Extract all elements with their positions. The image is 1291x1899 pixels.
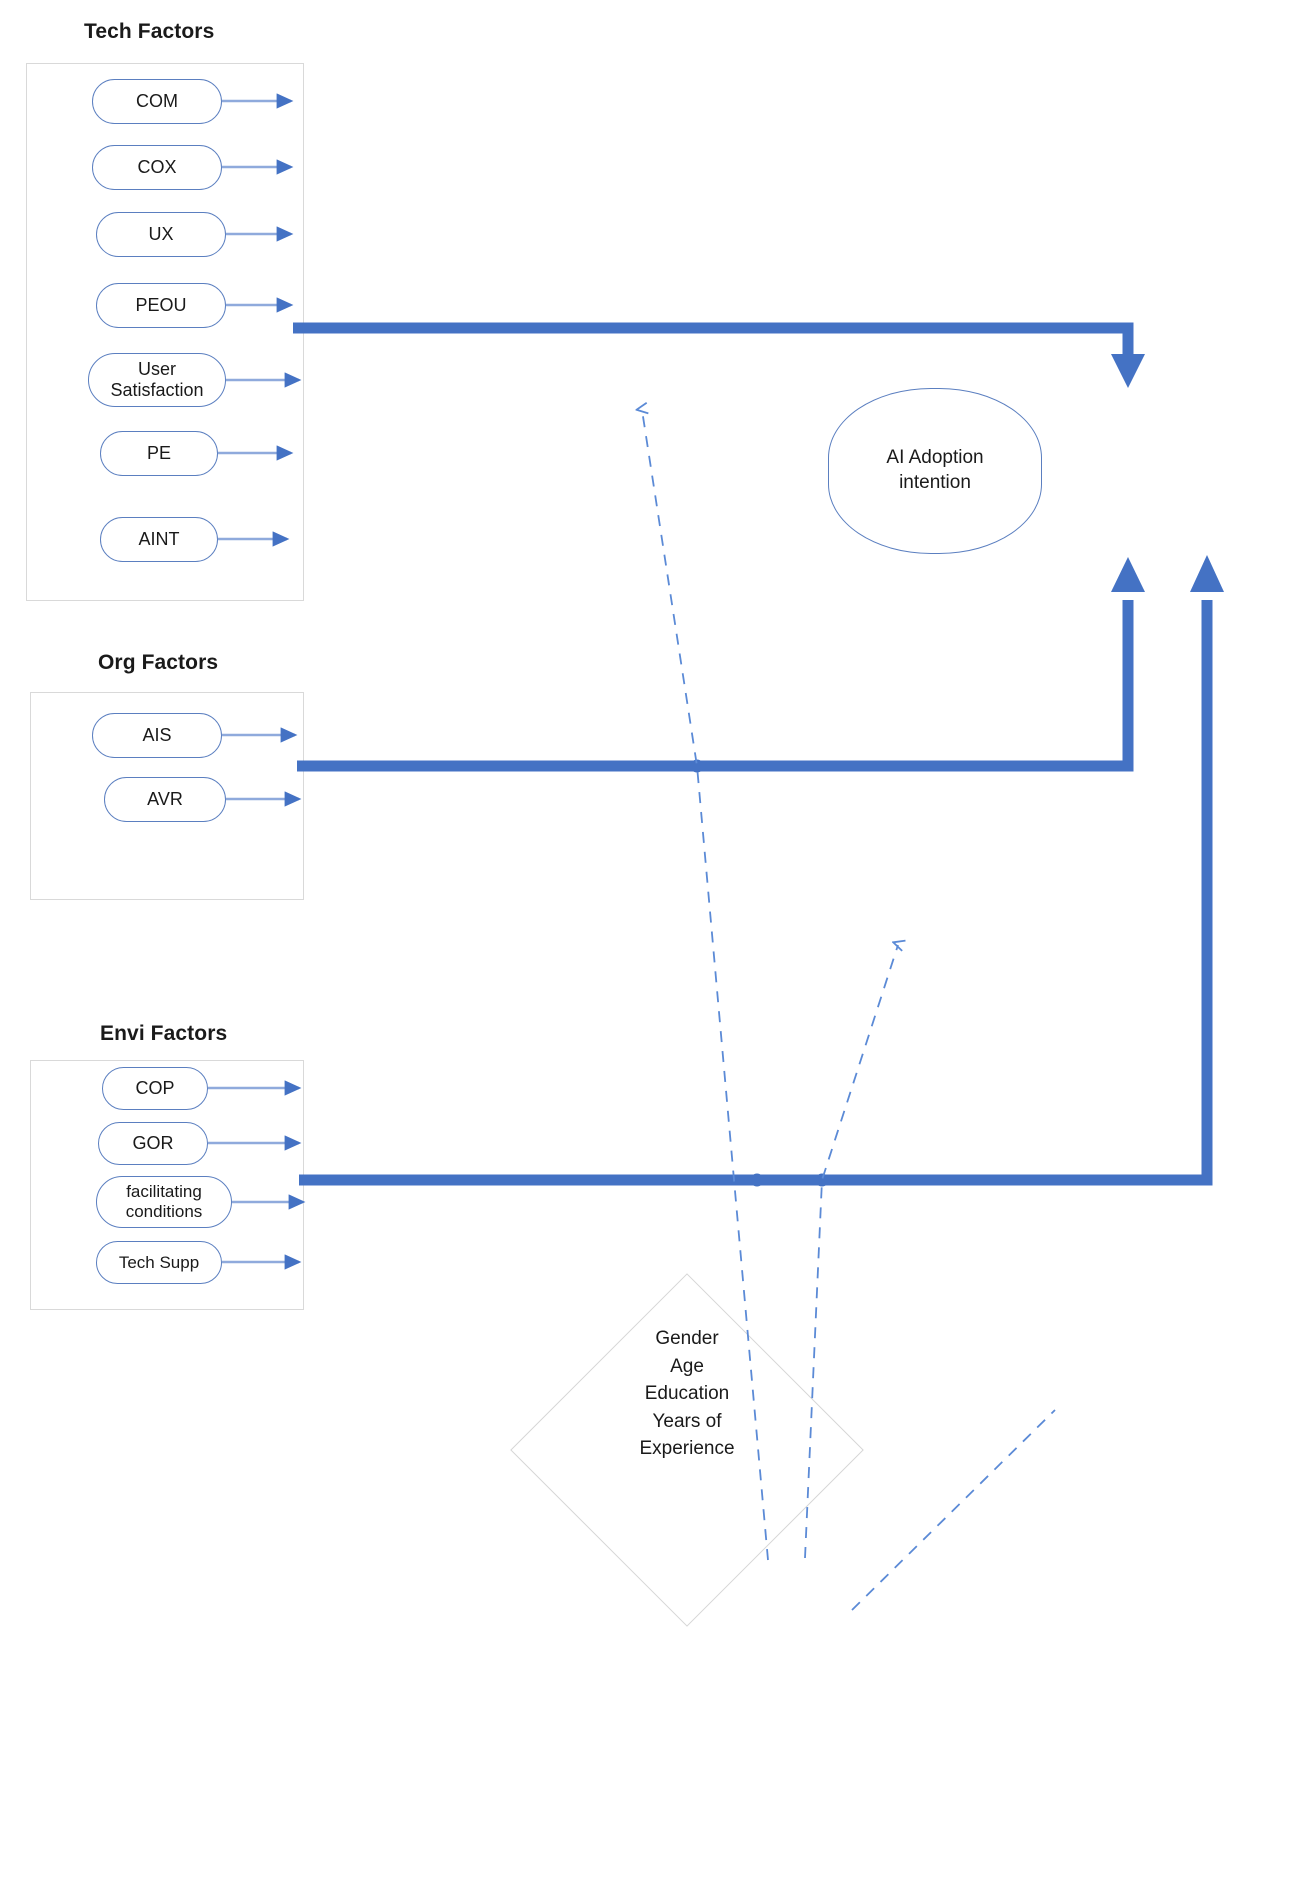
group-title-envi: Envi Factors	[100, 1022, 228, 1045]
node-pe[interactable]: PE	[100, 431, 218, 476]
junction-dot-envi-path-b	[815, 1173, 829, 1187]
thick-path-org-to-outcome	[297, 600, 1134, 772]
moderator-label: Gender Age Education Years of Experience	[639, 1328, 735, 1460]
node-tech-supp[interactable]: Tech Supp	[96, 1241, 222, 1284]
node-user-satisfaction[interactable]: User Satisfaction	[88, 353, 226, 407]
node-com[interactable]: COM	[92, 79, 222, 124]
node-aint[interactable]: AINT	[100, 517, 218, 562]
node-cox[interactable]: COX	[92, 145, 222, 190]
dashed-moderator-to-envi-path	[851, 1409, 1056, 1611]
node-cop[interactable]: COP	[102, 1067, 208, 1110]
node-gor[interactable]: GOR	[98, 1122, 208, 1165]
thick-arrowhead-envi	[1190, 555, 1224, 592]
thick-arrowhead-org	[1111, 557, 1145, 592]
node-avr[interactable]: AVR	[104, 777, 226, 822]
group-title-tech: Tech Factors	[84, 20, 215, 43]
node-peou[interactable]: PEOU	[96, 283, 226, 328]
thick-arrowhead-tech	[1111, 354, 1145, 388]
node-ux[interactable]: UX	[96, 212, 226, 257]
node-ai-adoption-intention[interactable]: AI Adoption intention	[828, 388, 1042, 554]
thick-path-envi-to-outcome	[299, 600, 1213, 1186]
junction-dot-envi-path-a	[750, 1173, 764, 1187]
thick-path-tech-to-outcome	[293, 322, 1134, 368]
group-title-org: Org Factors	[98, 651, 219, 674]
node-ais[interactable]: AIS	[92, 713, 222, 758]
node-facilitating-conditions[interactable]: facilitating conditions	[96, 1176, 232, 1228]
junction-dot-org-path	[690, 759, 704, 773]
